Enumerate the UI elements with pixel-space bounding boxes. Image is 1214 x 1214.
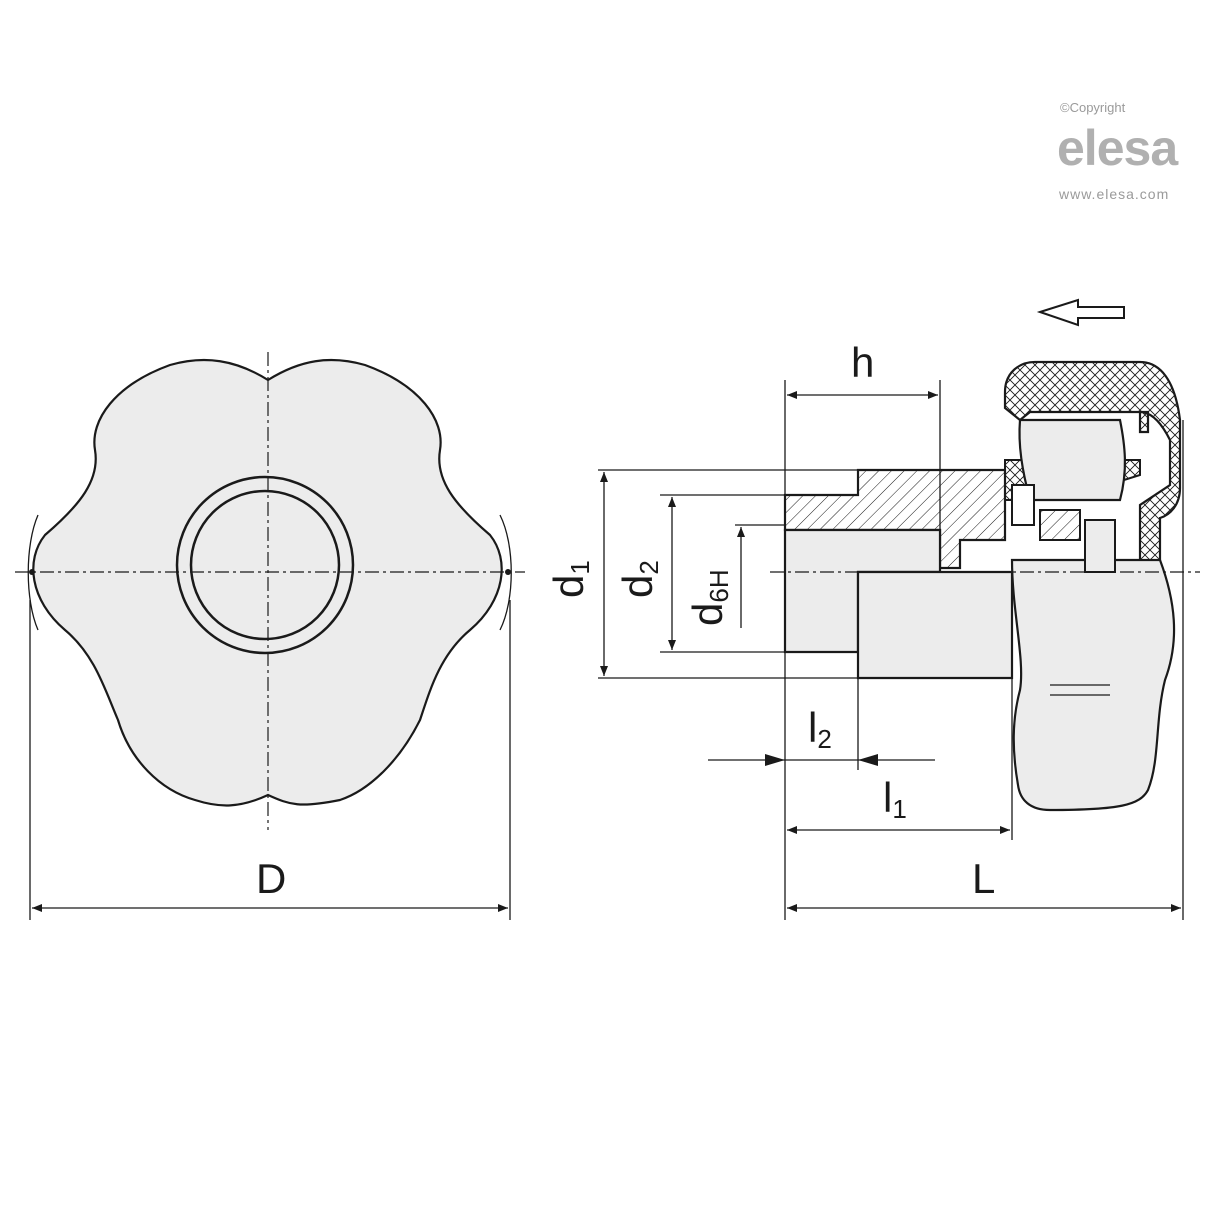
cap-grip-outline bbox=[1018, 418, 1126, 502]
hub-inner-circle bbox=[189, 489, 341, 641]
front-view: D bbox=[15, 352, 525, 920]
right-tangent-point bbox=[505, 569, 511, 575]
d2-label: d2 bbox=[614, 560, 664, 598]
left-tangent-arc bbox=[27, 514, 39, 631]
copyright-text: ©Copyright bbox=[1060, 100, 1126, 115]
spring-pin bbox=[1011, 484, 1035, 526]
url-text: www.elesa.com bbox=[1058, 186, 1169, 202]
left-tangent-point bbox=[29, 569, 35, 575]
l2-arrow-right bbox=[858, 754, 878, 766]
d1-label: d1 bbox=[545, 560, 595, 598]
l2-label: l2 bbox=[808, 704, 832, 754]
watermark: ©Copyright elesa www.elesa.com bbox=[1057, 100, 1180, 202]
right-tangent-arc bbox=[499, 514, 512, 631]
ball-housing bbox=[1039, 509, 1081, 541]
l2-arrow-left bbox=[765, 754, 785, 766]
shaft-step-rear bbox=[856, 570, 1014, 680]
direction-arrow-icon bbox=[1036, 298, 1125, 327]
D-label: D bbox=[256, 855, 286, 902]
cap-knurled-section bbox=[1003, 360, 1182, 572]
d6H-label: d6H bbox=[684, 569, 734, 626]
l1-label: l1 bbox=[883, 774, 907, 824]
brand-logo: elesa bbox=[1057, 120, 1179, 176]
side-view: d1 d2 d6H h l2 l1 L bbox=[545, 298, 1200, 920]
detent-block bbox=[1084, 519, 1116, 573]
L-label: L bbox=[972, 855, 995, 902]
h-label: h bbox=[851, 339, 874, 386]
